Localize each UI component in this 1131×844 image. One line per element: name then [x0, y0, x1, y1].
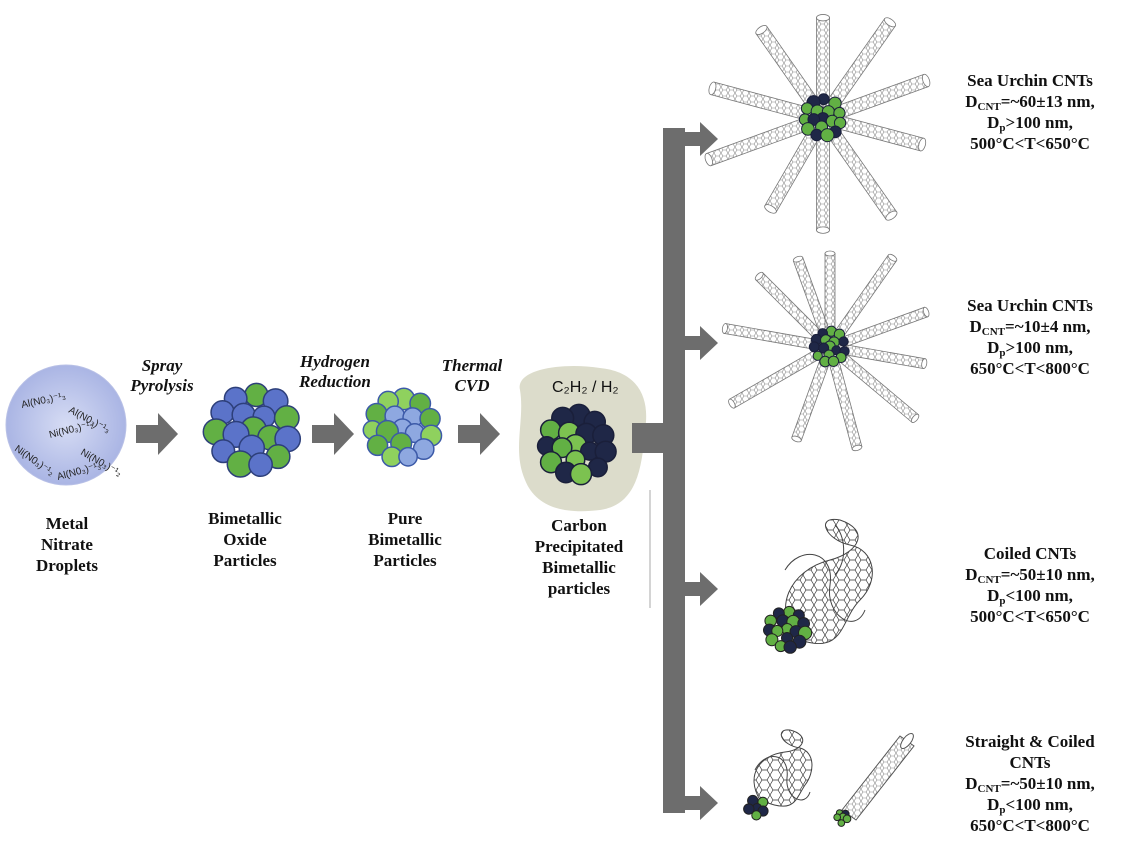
- carbon-precipitated-particle: [536, 403, 617, 486]
- straight-cnt-particle: [833, 809, 852, 827]
- sea-urchin-cnt-large: [704, 14, 931, 234]
- metal-nitrate-droplet: Al(N0₃)⁻¹₃ Al(N0₃)⁻¹₃ Ni(N0₃)⁻¹₂ Ni(N0₃)…: [5, 364, 127, 486]
- sea-urchin-cnt-small: [721, 250, 930, 452]
- arrow-cvd: [458, 413, 500, 455]
- arrow-hydrogen: [312, 413, 354, 455]
- gas-label: C₂H₂ / H₂: [552, 379, 619, 396]
- result-coiled: Coiled CNTs DCNT=~50±10 nm, Dp<100 nm, 5…: [965, 544, 1095, 626]
- result-sea-urchin-2: Sea Urchin CNTs DCNT=~10±4 nm, Dp>100 nm…: [967, 296, 1093, 378]
- coiled-cnt-particle: [763, 605, 813, 654]
- straight-cnt: [841, 732, 915, 821]
- small-coiled-particle: [743, 794, 769, 821]
- pure-bimetallic-particle: [362, 387, 443, 468]
- bimetallic-oxide-particle: [202, 382, 302, 478]
- arrow-spray: [136, 413, 178, 455]
- result-straight-coiled: Straight & Coiled CNTs DCNT=~50±10 nm, D…: [965, 732, 1095, 835]
- coiled-cnt: [784, 518, 873, 645]
- branch-arrows: [632, 122, 718, 820]
- result-sea-urchin-1: Sea Urchin CNTs DCNT=~60±13 nm, Dp>100 n…: [965, 71, 1095, 153]
- small-coiled-cnt: [753, 729, 813, 807]
